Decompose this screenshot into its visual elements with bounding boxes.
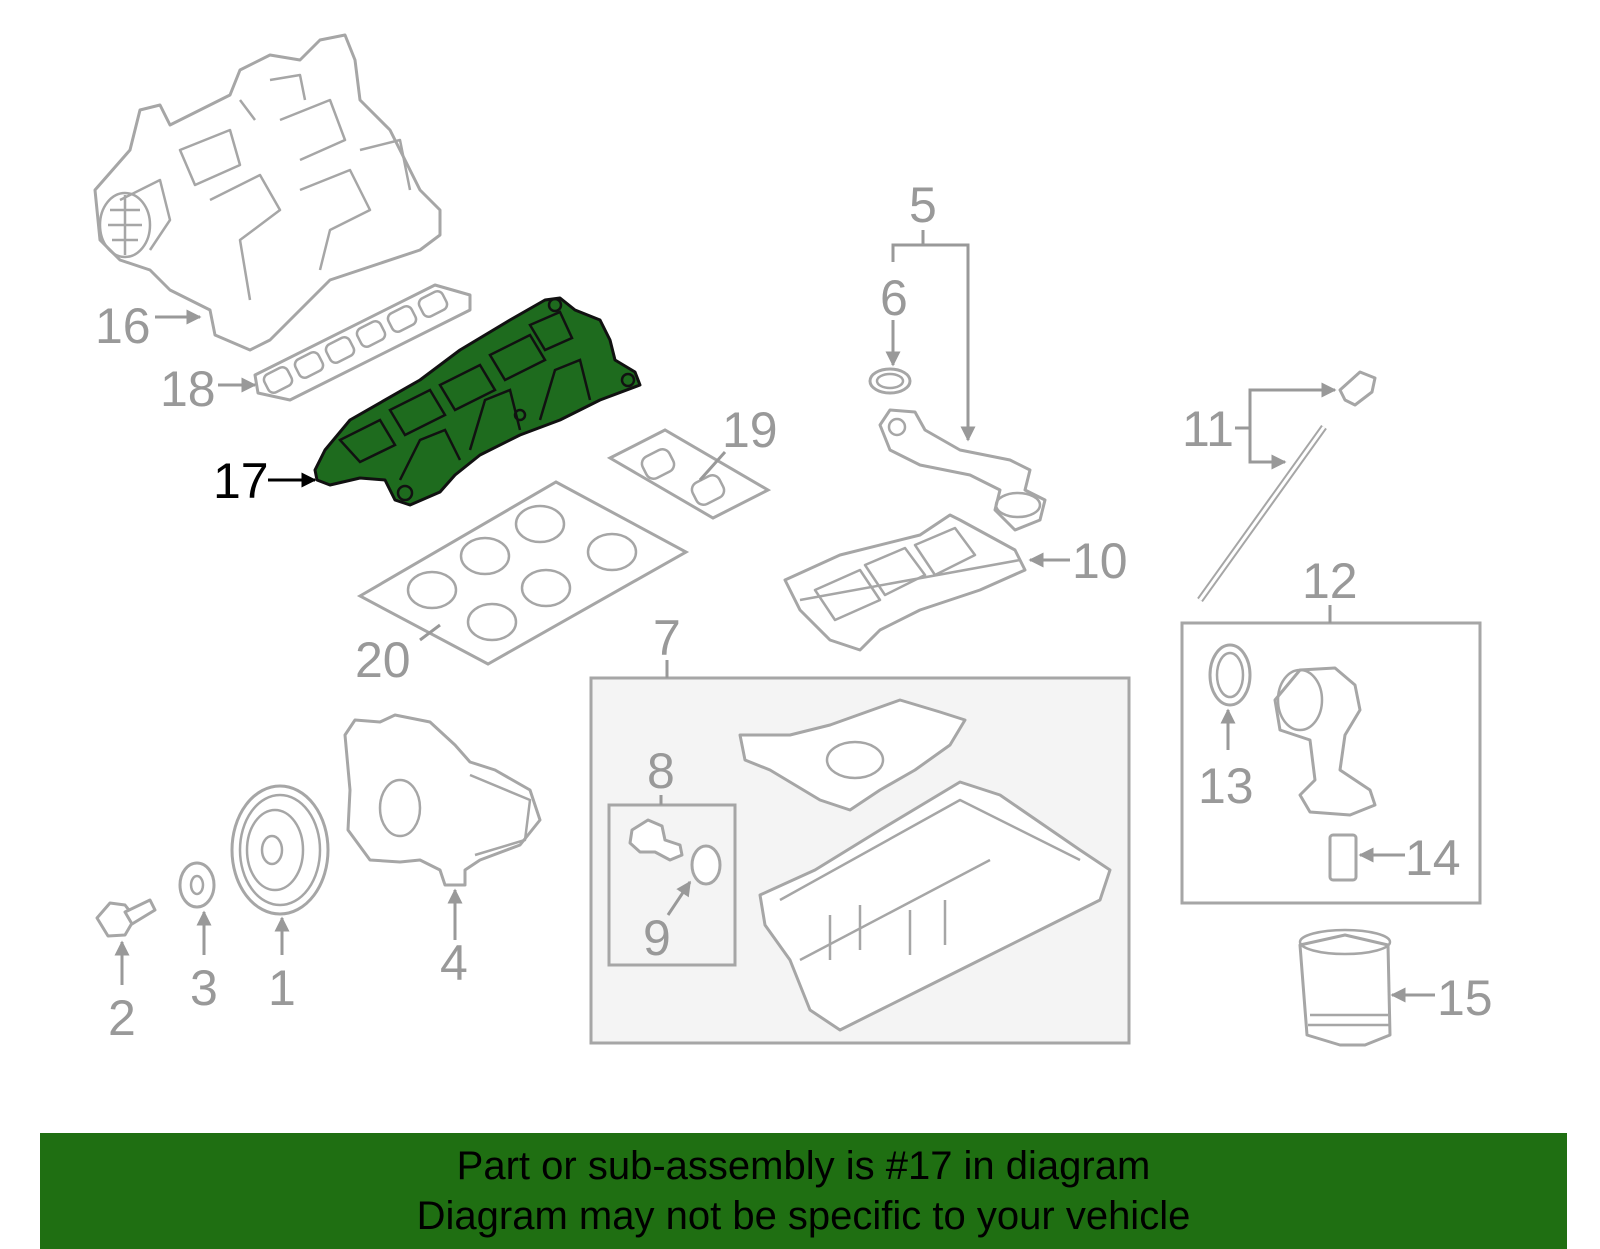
part-14-cartridge (1328, 833, 1358, 882)
callout-18: 18 (160, 361, 216, 417)
callout-4: 4 (440, 935, 468, 991)
part-11-dipstick (1197, 370, 1377, 603)
part-1-pulley (230, 784, 330, 916)
callout-19: 19 (722, 402, 778, 458)
part-16-upper-intake-manifold (93, 33, 442, 352)
part-2-bolt (95, 898, 157, 938)
callout-17: 17 (213, 453, 269, 509)
part-5-oil-pickup-tube (878, 408, 1047, 532)
callout-14: 14 (1405, 830, 1461, 886)
callout-11: 11 (1182, 401, 1234, 457)
part-9-washer (690, 844, 722, 886)
part-20-gasket-set (356, 480, 690, 666)
callout-8: 8 (647, 743, 675, 799)
part-8-box (607, 803, 737, 967)
part-17-lower-intake-manifold (313, 296, 642, 507)
callout-3: 3 (190, 960, 218, 1016)
callout-labels: 16 18 17 19 20 5 6 10 11 12 13 14 15 7 8… (95, 177, 1493, 1046)
part-19-gasket-set (606, 428, 772, 520)
callout-2: 2 (108, 990, 136, 1046)
part-18-intake-gasket (253, 283, 472, 402)
callout-10: 10 (1072, 533, 1128, 589)
part-10-oil-baffle (783, 513, 1027, 652)
callout-12: 12 (1302, 553, 1358, 609)
callout-1: 1 (268, 960, 296, 1016)
part-6-o-ring (868, 367, 912, 395)
callout-16: 16 (95, 298, 151, 354)
part-7-box (589, 676, 1131, 1045)
part-4-oil-pump (343, 713, 542, 887)
info-banner: Part or sub-assembly is #17 in diagram D… (40, 1133, 1567, 1249)
banner-line-2: Diagram may not be specific to your vehi… (416, 1194, 1191, 1238)
callout-20: 20 (355, 632, 411, 688)
callout-5: 5 (909, 177, 937, 233)
part-15-oil-filter (1298, 928, 1392, 1047)
part-12-box (1180, 621, 1482, 905)
callout-7: 7 (653, 610, 681, 666)
part-3-washer (178, 861, 216, 909)
callout-9: 9 (643, 910, 671, 966)
callout-15: 15 (1437, 970, 1493, 1026)
leader-lines (114, 230, 1435, 1003)
part-8-drain-plug (628, 818, 684, 862)
banner-line-1: Part or sub-assembly is #17 in diagram (456, 1144, 1151, 1188)
callout-6: 6 (880, 270, 908, 326)
callout-13: 13 (1198, 758, 1254, 814)
